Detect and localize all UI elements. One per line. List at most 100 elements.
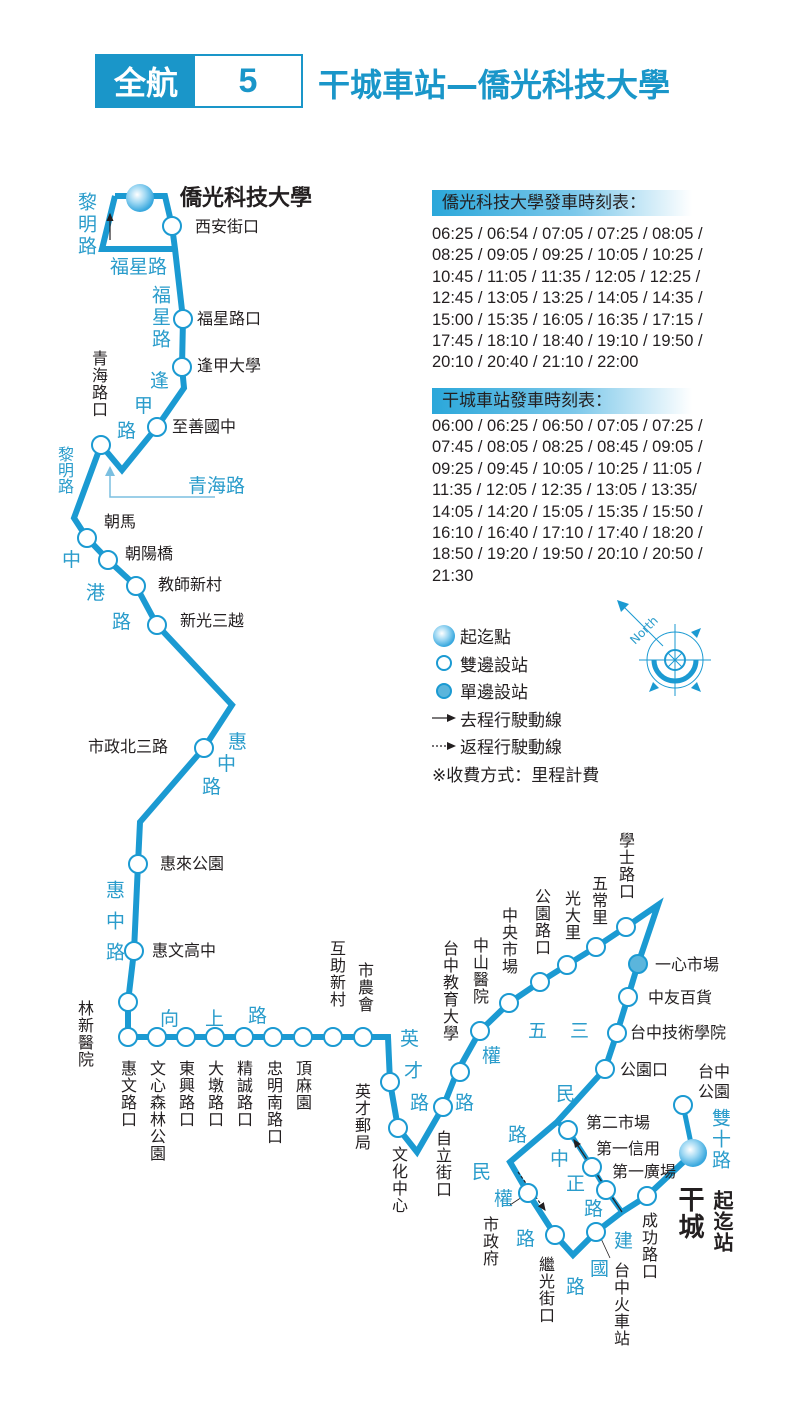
outbound-arrow bbox=[573, 1139, 623, 1213]
road-label-jianguo: 國 bbox=[590, 1258, 610, 1280]
route-title: 干城車站—僑光科技大學 bbox=[318, 66, 671, 104]
brand-label: 全航 bbox=[97, 56, 195, 106]
station-label: 台中火車站 bbox=[611, 1262, 630, 1347]
timetable-qiaoguang-title: 僑光科技大學發車時刻表： bbox=[432, 190, 692, 216]
timetable-line: 12:45 / 13:05 / 13:25 / 14:05 / 14:35 / bbox=[432, 289, 703, 308]
stop-marker bbox=[586, 937, 606, 957]
road-label-fengjia: 甲 bbox=[134, 395, 154, 417]
road-label-zhonggang: 路 bbox=[112, 611, 132, 633]
compass-icon: North bbox=[617, 600, 711, 696]
stop-marker bbox=[637, 1186, 657, 1206]
stop-marker bbox=[557, 955, 577, 975]
road-label-wuquan: 路 bbox=[455, 1092, 475, 1114]
station-label: 林新醫院 bbox=[75, 1000, 94, 1068]
stop-marker bbox=[194, 738, 214, 758]
timetable-line: 10:45 / 11:05 / 11:35 / 12:05 / 12:25 / bbox=[432, 267, 701, 286]
stop-marker bbox=[595, 1059, 615, 1079]
station-label: 朝陽橋 bbox=[125, 544, 174, 563]
stop-marker bbox=[380, 1072, 400, 1092]
road-label-zhonggang: 港 bbox=[86, 582, 106, 604]
station-label: 光大里 bbox=[562, 890, 581, 941]
road-label-sanmin: 路 bbox=[508, 1124, 528, 1146]
station-label: 惠來公園 bbox=[160, 854, 225, 873]
station-label: 忠明南路口 bbox=[264, 1060, 283, 1145]
qinghai-road-pointer bbox=[105, 466, 215, 498]
station-label: 新光三越 bbox=[180, 611, 245, 630]
station-label: 朝馬 bbox=[104, 512, 137, 531]
stop-marker bbox=[147, 615, 167, 635]
station-label: 成功路口 bbox=[639, 1212, 658, 1280]
road-label-huizhong: 路 bbox=[202, 776, 222, 798]
stop-marker bbox=[596, 1180, 616, 1200]
road-label-shuangshi: 雙十路 bbox=[709, 1108, 731, 1171]
terminal-marker-qiaoguang bbox=[126, 184, 154, 212]
station-label: 英才郵局 bbox=[352, 1083, 371, 1151]
stop-marker bbox=[618, 987, 638, 1007]
stop-marker bbox=[172, 357, 192, 377]
station-label: 市政北三路 bbox=[88, 737, 169, 756]
timetable-gancheng: 06:00 / 06:25 / 06:50 / 07:05 / 07:25 /0… bbox=[432, 416, 752, 587]
road-label-zhongzheng: 中 bbox=[550, 1148, 570, 1170]
timetable-line: 21:30 bbox=[432, 566, 474, 585]
road-label-yingcai: 才 bbox=[404, 1060, 424, 1082]
stop-marker bbox=[616, 917, 636, 937]
timetable-line: 15:00 / 15:35 / 16:05 / 16:35 / 17:15 / bbox=[432, 310, 703, 329]
road-label-minquan: 路 bbox=[516, 1228, 536, 1250]
timetable-line: 07:45 / 08:05 / 08:25 / 08:45 / 09:05 / bbox=[432, 438, 703, 457]
terminal-label-suffix: 起迄站 bbox=[710, 1190, 734, 1253]
station-label: 精誠路口 bbox=[234, 1060, 253, 1128]
stop-marker bbox=[162, 216, 182, 236]
road-label-liming: 黎明路 bbox=[55, 446, 74, 494]
stop-marker bbox=[607, 1023, 627, 1043]
station-label: 台中教育大學 bbox=[440, 940, 459, 1042]
road-label-jianguo: 路 bbox=[566, 1276, 586, 1298]
stop-marker bbox=[518, 1183, 538, 1203]
timetable-line: 14:05 / 14:20 / 15:05 / 15:35 / 15:50 / bbox=[432, 502, 703, 521]
stop-marker bbox=[77, 528, 97, 548]
station-label: 逢甲大學 bbox=[197, 356, 262, 375]
road-label-jianguo: 建 bbox=[614, 1230, 634, 1252]
compass-north-label: North bbox=[627, 613, 661, 647]
solid-arrow-icon bbox=[432, 712, 460, 724]
station-label: 公園口 bbox=[620, 1060, 669, 1079]
station-label: 五常里 bbox=[589, 875, 608, 926]
terminal-marker-gancheng bbox=[679, 1139, 707, 1167]
station-label: 頂麻園 bbox=[293, 1060, 312, 1111]
stop-marker bbox=[147, 1027, 167, 1047]
road-label-fengjia: 路 bbox=[117, 420, 137, 442]
legend-both-sides: 雙邊設站 bbox=[460, 655, 528, 676]
dashed-arrow-icon bbox=[432, 740, 460, 752]
stop-marker bbox=[388, 1118, 408, 1138]
terminal-legend-icon bbox=[432, 623, 460, 649]
stop-marker bbox=[118, 1027, 138, 1047]
timetable-gancheng-title: 干城車站發車時刻表： bbox=[432, 388, 692, 414]
station-label: 學士路口 bbox=[616, 832, 635, 900]
timetable-line: 08:25 / 09:05 / 09:25 / 10:05 / 10:25 / bbox=[432, 246, 703, 265]
stop-marker bbox=[353, 1027, 373, 1047]
road-label-yingcai: 路 bbox=[410, 1092, 430, 1114]
stop-marker bbox=[147, 417, 167, 437]
station-label: 台中公園 bbox=[698, 1062, 731, 1101]
stop-marker bbox=[450, 1062, 470, 1082]
legend: 起迄點 雙邊設站 單邊設站 去程行駛動線 返程行駛動線 ※收費方式：里程計費 bbox=[432, 622, 599, 787]
road-label-yingcai: 英 bbox=[400, 1028, 420, 1050]
station-label: 市農會 bbox=[355, 962, 374, 1013]
station-label: 福星路口 bbox=[197, 309, 262, 328]
stop-marker bbox=[545, 1225, 565, 1245]
road-label-huizhong: 惠 bbox=[228, 731, 248, 753]
station-label: 大墩路口 bbox=[205, 1060, 224, 1128]
road-label-minquan: 民 bbox=[472, 1161, 492, 1183]
stop-marker bbox=[124, 941, 144, 961]
road-label-wuquan: 權 bbox=[482, 1045, 502, 1067]
station-label: 市政府 bbox=[480, 1216, 499, 1267]
stop-marker bbox=[98, 550, 118, 570]
road-label-minquan: 權 bbox=[494, 1188, 514, 1210]
legend-fare: ※收費方式：里程計費 bbox=[432, 765, 600, 786]
stop-marker bbox=[234, 1027, 254, 1047]
stop-marker bbox=[673, 1095, 693, 1115]
both-sides-stop-icon bbox=[432, 653, 460, 673]
station-label: 一心市場 bbox=[655, 955, 720, 974]
stop-marker bbox=[530, 972, 550, 992]
